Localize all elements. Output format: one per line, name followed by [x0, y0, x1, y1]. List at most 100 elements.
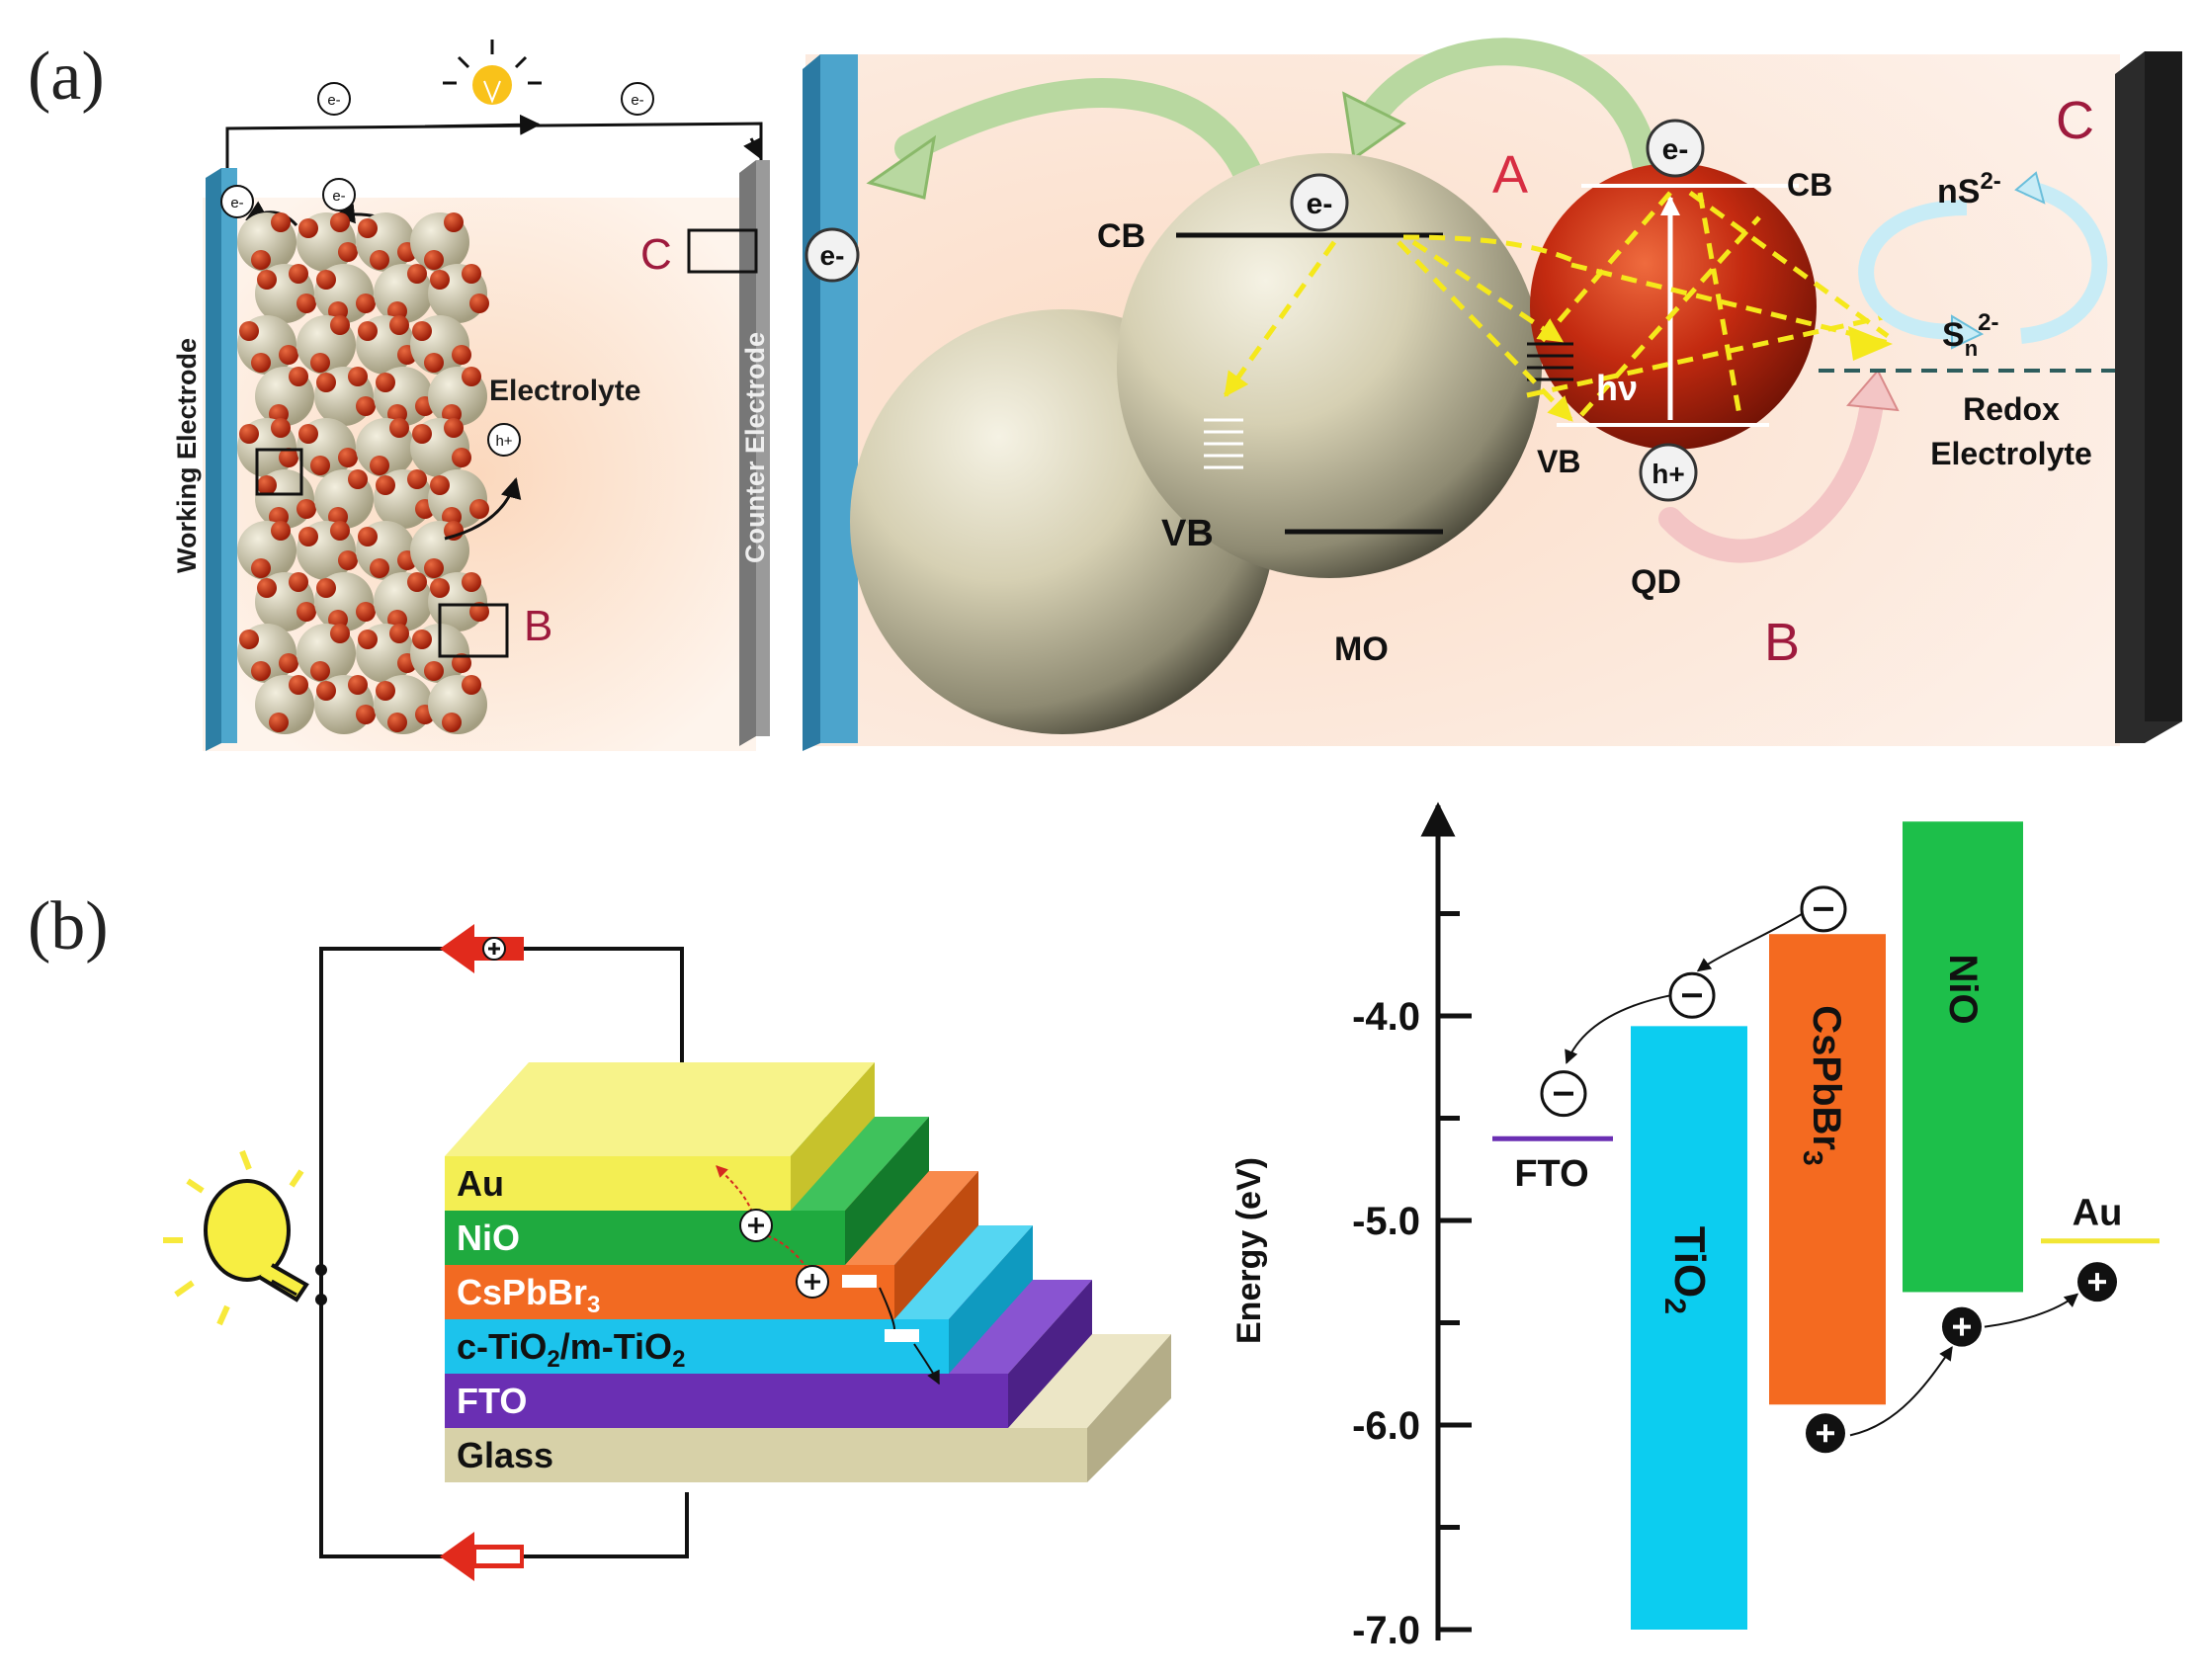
- quantum-dot: [442, 713, 462, 732]
- quantum-dot: [257, 578, 277, 598]
- quantum-dot: [338, 550, 358, 570]
- quantum-dot: [462, 367, 481, 386]
- quantum-dot: [279, 448, 298, 467]
- quantum-dot: [251, 250, 271, 270]
- quantum-dot: [316, 578, 336, 598]
- region-box-b: [438, 603, 509, 658]
- svg-text:e-: e-: [327, 92, 340, 109]
- layer-label-tio2: c-TiO2/m-TiO2: [457, 1326, 685, 1373]
- quantum-dot: [239, 424, 259, 444]
- quantum-dot: [330, 521, 350, 541]
- quantum-dot: [289, 675, 308, 695]
- panel-a-band-alignment: e- e- e- h+ CB VB CB VB MO QD hν A B: [803, 38, 2182, 751]
- layer-label-au: Au: [457, 1163, 504, 1204]
- cb-label-qd: CB: [1787, 167, 1832, 203]
- hole-badge: h+: [1639, 443, 1698, 502]
- carrier-transfer-arrow: [1565, 994, 1671, 1064]
- quantum-dot: [376, 681, 395, 701]
- layer-label-fto: FTO: [457, 1381, 527, 1421]
- quantum-dot: [310, 353, 330, 373]
- quantum-dot: [296, 499, 316, 519]
- nanoparticle-film: [237, 212, 489, 734]
- quantum-dot: [424, 558, 444, 578]
- quantum-dot: [289, 367, 308, 386]
- hole-marker-icon: [1806, 1413, 1845, 1454]
- quantum-dot: [370, 250, 389, 270]
- negative-current-arrow-icon: [440, 1532, 524, 1581]
- label-c-right: C: [2056, 91, 2094, 150]
- tio2-bar-label: TiO2: [1658, 1226, 1714, 1314]
- tio2-bar: [1631, 1026, 1747, 1630]
- vb-label-qd: VB: [1537, 444, 1580, 479]
- quantum-dot: [389, 315, 409, 335]
- electron-marker-icon: [1800, 885, 1847, 933]
- quantum-dot: [271, 212, 291, 232]
- quantum-dot: [370, 456, 389, 475]
- carrier-transfer-arrow: [1696, 912, 1803, 972]
- quantum-dot: [407, 469, 427, 489]
- quantum-dot: [316, 681, 336, 701]
- quantum-dot: [407, 264, 427, 284]
- quantum-dot: [469, 499, 489, 519]
- quantum-dot: [289, 264, 308, 284]
- quantum-dot: [251, 661, 271, 681]
- region-box-c: [687, 228, 758, 274]
- carrier-transfer-arrow: [1984, 1293, 2079, 1328]
- quantum-dot: [444, 418, 464, 438]
- quantum-dot: [298, 424, 318, 444]
- label-b-left: B: [524, 602, 552, 650]
- quantum-dot: [356, 602, 376, 622]
- quantum-dot: [251, 353, 271, 373]
- light-bulb-icon: [163, 1149, 309, 1326]
- svg-text:e-: e-: [631, 92, 643, 109]
- panel-label-a: (a): [28, 39, 105, 115]
- quantum-dot: [251, 558, 271, 578]
- svg-text:e-: e-: [820, 240, 845, 271]
- label-b-right: B: [1764, 613, 1800, 672]
- electron-marker-icon: [1540, 1070, 1587, 1118]
- quantum-dot: [412, 321, 432, 341]
- panel-b-energy-diagram: Energy (eV) -4.0-5.0-6.0-7.0 FTO Au TiO2…: [1230, 801, 2160, 1652]
- hole-marker-icon: [1942, 1306, 1982, 1347]
- quantum-dot: [444, 212, 464, 232]
- quantum-dot: [338, 242, 358, 262]
- energy-tick-label: -5.0: [1352, 1200, 1420, 1243]
- layer-label-glass: Glass: [457, 1435, 553, 1475]
- electron-badge: e-: [1290, 173, 1349, 232]
- quantum-dot: [356, 396, 376, 416]
- label-c-left: C: [640, 230, 672, 279]
- quantum-dot: [389, 624, 409, 643]
- quantum-dot: [298, 527, 318, 546]
- quantum-dot: [279, 345, 298, 365]
- energy-axis-label: Energy (eV): [1230, 1157, 1268, 1344]
- panel-label-b: (b): [28, 888, 109, 965]
- energy-tick-label: -4.0: [1352, 995, 1420, 1039]
- quantum-dot: [469, 602, 489, 622]
- redox-label-line2: Electrolyte: [1930, 436, 2092, 471]
- ns2-label: nS2-: [1937, 168, 2001, 210]
- electrolyte-label: Electrolyte: [489, 375, 640, 407]
- sn2-label: Sn2-: [1942, 309, 1998, 361]
- qd-label: QD: [1631, 563, 1681, 601]
- svg-text:e-: e-: [1307, 188, 1333, 220]
- quantum-dot: [469, 294, 489, 313]
- quantum-dot: [316, 270, 336, 290]
- quantum-dot: [462, 675, 481, 695]
- energy-carriers: [1540, 885, 2117, 1454]
- hv-label: hν: [1596, 368, 1638, 408]
- au-level-label: Au: [2073, 1193, 2123, 1234]
- quantum-dot: [338, 448, 358, 467]
- quantum-dot: [358, 218, 378, 238]
- quantum-dot: [356, 294, 376, 313]
- quantum-dot: [330, 212, 350, 232]
- hole-marker-icon: [739, 1209, 773, 1242]
- redox-label-line1: Redox: [1963, 391, 2060, 427]
- quantum-dot: [358, 321, 378, 341]
- svg-text:h+: h+: [495, 433, 512, 450]
- quantum-dot: [424, 353, 444, 373]
- quantum-dot: [370, 558, 389, 578]
- electron-badge: e-: [322, 178, 356, 211]
- layer-label-nio: NiO: [457, 1218, 520, 1258]
- quantum-dot: [424, 661, 444, 681]
